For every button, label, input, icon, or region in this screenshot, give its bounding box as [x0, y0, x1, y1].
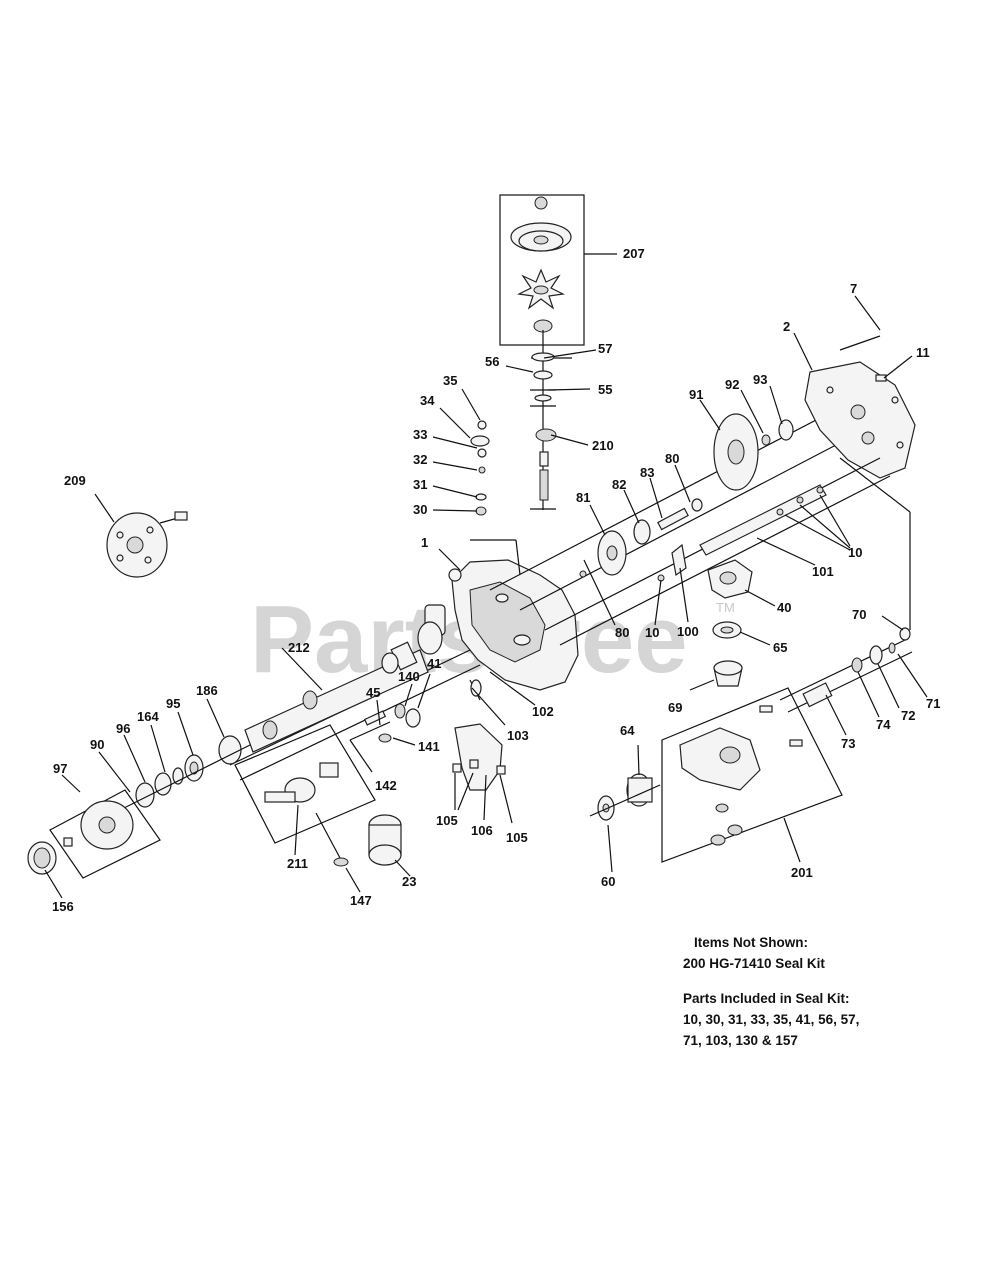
center-section-assembly[interactable]: [661, 687, 843, 863]
callout-81: 81: [576, 490, 590, 505]
axle-cap[interactable]: [27, 841, 57, 875]
not-shown-item: 200 HG-71410 Seal Kit: [683, 956, 825, 971]
callout-80-upper: 80: [665, 451, 679, 466]
callout-186: 186: [196, 683, 218, 698]
callout-23: 23: [402, 874, 416, 889]
callout-92: 92: [725, 377, 739, 392]
callout-33: 33: [413, 427, 427, 442]
callout-10-lower: 10: [645, 625, 659, 640]
wheel-hub-assembly[interactable]: [49, 789, 161, 879]
callout-83: 83: [640, 465, 654, 480]
housing-cover[interactable]: [804, 335, 916, 479]
bypass-linkage-assembly[interactable]: [234, 724, 376, 859]
callout-35: 35: [443, 373, 457, 388]
callout-1: 1: [421, 535, 428, 550]
callout-164: 164: [137, 709, 159, 724]
left-end-bearing-stack[interactable]: [99, 735, 251, 821]
parts-notes: Items Not Shown: 200 HG-71410 Seal Kit P…: [683, 932, 973, 1051]
callout-96: 96: [116, 721, 130, 736]
callout-7: 7: [850, 281, 857, 296]
callout-147: 147: [350, 893, 372, 908]
callout-74: 74: [876, 717, 891, 732]
callout-212: 212: [288, 640, 310, 655]
callout-210: 210: [592, 438, 614, 453]
callout-82: 82: [612, 477, 626, 492]
callout-57: 57: [598, 341, 612, 356]
pump-gear[interactable]: [589, 784, 661, 821]
callout-34: 34: [420, 393, 435, 408]
axle-seal[interactable]: [712, 621, 742, 639]
callout-103: 103: [507, 728, 529, 743]
callout-10-right: 10: [848, 545, 862, 560]
callout-45: 45: [366, 685, 380, 700]
right-output-shaft[interactable]: [779, 627, 913, 713]
callout-201: 201: [791, 865, 813, 880]
callout-211: 211: [287, 856, 308, 871]
callout-141: 141: [418, 739, 440, 754]
callout-73: 73: [841, 736, 855, 751]
small-parts-30-35[interactable]: [470, 420, 490, 516]
callout-100: 100: [677, 624, 699, 639]
callout-102: 102: [532, 704, 554, 719]
callout-32: 32: [413, 452, 427, 467]
callout-60: 60: [601, 874, 615, 889]
main-housing[interactable]: [424, 539, 579, 691]
small-clip[interactable]: [333, 857, 349, 867]
callout-72: 72: [901, 708, 915, 723]
valve-bracket[interactable]: [452, 679, 506, 791]
callout-90: 90: [90, 737, 104, 752]
callout-70: 70: [852, 607, 866, 622]
callout-101: 101: [812, 564, 834, 579]
large-spur-gear[interactable]: [713, 413, 759, 491]
pulley-fan-assembly[interactable]: [499, 194, 617, 346]
control-arm-parts[interactable]: [349, 703, 421, 743]
callout-labels: 207 7 2 11 57 56 55 35 34 33 32 31 30 21…: [52, 246, 940, 914]
callout-41: 41: [427, 656, 441, 671]
not-shown-title: Items Not Shown:: [694, 935, 808, 950]
callout-156: 156: [52, 899, 74, 914]
callout-209: 209: [64, 473, 86, 488]
callout-30: 30: [413, 502, 427, 517]
callout-55: 55: [598, 382, 612, 397]
callout-207: 207: [623, 246, 645, 261]
callout-11: 11: [916, 345, 930, 360]
callout-97: 97: [53, 761, 67, 776]
hub-flange[interactable]: [106, 511, 188, 578]
vertical-input-shaft-stack[interactable]: [530, 330, 572, 510]
upper-gear-shaft[interactable]: [489, 393, 881, 611]
callout-140: 140: [398, 669, 420, 684]
callout-64: 64: [620, 723, 635, 738]
lower-axle-shaft[interactable]: [544, 457, 911, 646]
seal-kit-line-1: 10, 30, 31, 33, 35, 41, 56, 57,: [683, 1012, 860, 1027]
bearing-cone[interactable]: [713, 660, 743, 687]
callout-71: 71: [926, 696, 940, 711]
callout-65: 65: [773, 640, 787, 655]
callout-105-right: 105: [506, 830, 528, 845]
callout-142: 142: [375, 778, 397, 793]
seal-kit-line-2: 71, 103, 130 & 157: [683, 1033, 798, 1048]
callout-31: 31: [413, 477, 427, 492]
seal-kit-title: Parts Included in Seal Kit:: [683, 991, 850, 1006]
callout-69: 69: [668, 700, 682, 715]
callout-40: 40: [777, 600, 791, 615]
left-axle-shaft[interactable]: [229, 621, 481, 781]
callout-105-left: 105: [436, 813, 458, 828]
callout-80-lower: 80: [615, 625, 629, 640]
callout-56: 56: [485, 354, 499, 369]
callout-2: 2: [783, 319, 790, 334]
callout-106: 106: [471, 823, 493, 838]
gear-washers[interactable]: [761, 419, 794, 446]
oil-filter[interactable]: [368, 814, 402, 866]
callout-93: 93: [753, 372, 767, 387]
watermark-trademark: TM: [716, 600, 735, 615]
leader-lines: [44, 295, 928, 899]
callout-91: 91: [689, 387, 703, 402]
callout-95: 95: [166, 696, 180, 711]
